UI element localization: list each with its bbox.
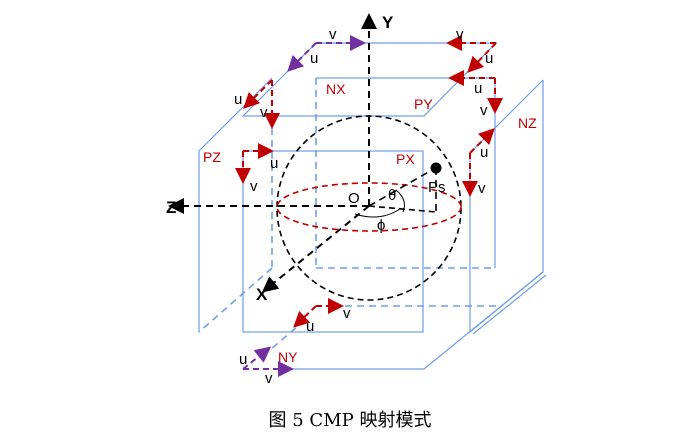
face-label-ny: NY <box>278 349 298 365</box>
origin-label: O <box>348 190 360 207</box>
v-label: v <box>250 178 258 195</box>
theta-arc <box>395 189 405 213</box>
face-px <box>242 150 424 333</box>
u-label: u <box>306 318 314 335</box>
v-label: v <box>480 102 488 119</box>
uv-arrows <box>235 35 503 377</box>
v-label: v <box>343 305 351 322</box>
ps-ray <box>368 169 433 207</box>
face-label-px: PX <box>396 151 415 167</box>
u-label: u <box>310 50 318 67</box>
face-nx <box>315 77 496 269</box>
face-ny <box>269 271 544 370</box>
v-label: v <box>478 180 486 197</box>
u-label: u <box>234 91 242 108</box>
face-label-nx: NX <box>326 81 346 97</box>
equator-ellipse <box>276 182 462 232</box>
u-label: u <box>480 144 488 161</box>
u-label: u <box>270 155 278 172</box>
x-axis-label: X <box>256 285 268 304</box>
u-label: u <box>485 50 493 67</box>
y-axis-label: Y <box>382 13 394 32</box>
ps-projection <box>368 205 437 213</box>
v-label: v <box>456 26 464 43</box>
x-axis <box>261 205 370 293</box>
v-label: v <box>329 26 337 43</box>
face-label-pz: PZ <box>203 149 221 165</box>
face-label-nz: NZ <box>518 115 537 131</box>
theta-label: θ <box>388 187 396 204</box>
phi-label: ϕ <box>377 217 385 234</box>
u-label: u <box>474 80 482 97</box>
ps-label: Ps <box>428 179 446 196</box>
face-label-py: PY <box>414 96 433 112</box>
v-label: v <box>260 104 268 121</box>
phi-arc <box>354 208 401 218</box>
figure-caption: 图 5 CMP 映射模式 <box>269 410 432 431</box>
u-label: u <box>239 351 247 368</box>
ps-point <box>430 162 442 174</box>
v-label: v <box>265 370 273 387</box>
face-py <box>241 42 498 117</box>
z-axis-label: Z <box>166 198 176 217</box>
